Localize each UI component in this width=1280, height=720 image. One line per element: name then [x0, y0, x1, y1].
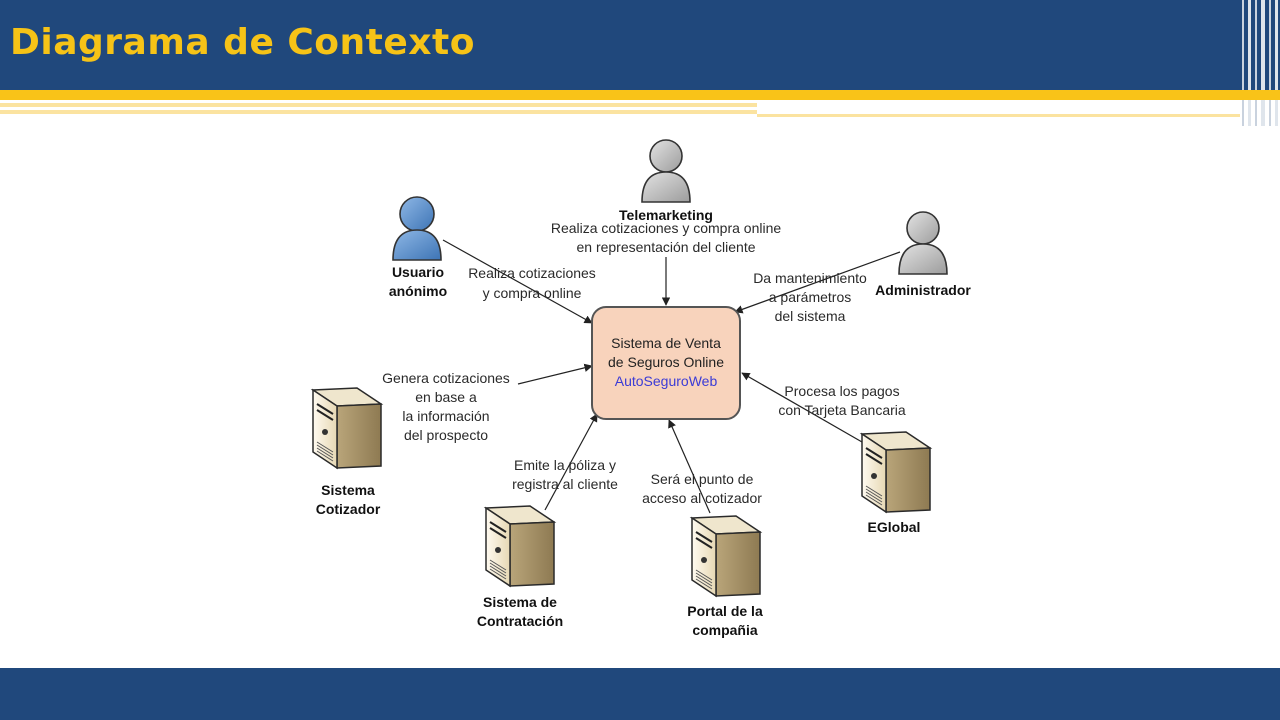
sistema-contratacion-server-icon [485, 505, 555, 587]
telemarketing-person-icon [641, 139, 691, 203]
flow-administrador-label: del sistema [775, 308, 846, 324]
slide-title: Diagrama de Contexto [10, 22, 475, 63]
server-cotizador-label: Cotizador [316, 501, 381, 517]
arrow-contratacion [544, 413, 598, 511]
usuario-person-icon [392, 196, 442, 261]
portal-server-icon [691, 515, 761, 597]
flow-eglobal-label: Procesa los pagos [784, 383, 899, 399]
arrow-administrador [734, 251, 901, 314]
arrow-usuario [442, 239, 593, 324]
arrow-cotizador [517, 363, 593, 385]
sistema-cotizador-server-icon [312, 387, 382, 469]
administrador-person-icon [898, 211, 948, 275]
flow-telemarketing-label: Realiza cotizaciones y compra online [551, 220, 782, 236]
system-title-line1: Sistema de Venta [611, 335, 721, 351]
actor-usuario-label: Usuario [392, 264, 444, 280]
flow-administrador-label: Da mantenimiento [753, 270, 867, 286]
flow-cotizador-label: en base a [415, 389, 477, 405]
actor-administrador-label: Administrador [875, 282, 971, 298]
header-stripes [1242, 0, 1278, 126]
system-title-line2: de Seguros Online [608, 354, 724, 370]
flow-arrows [442, 239, 901, 514]
flow-portal-label: Será el punto de [651, 471, 754, 487]
flow-portal-label: acceso al cotizador [642, 490, 762, 506]
arrow-portal [668, 419, 711, 514]
eglobal-server-icon [861, 431, 931, 513]
server-eglobal-label: EGlobal [868, 519, 921, 535]
server-portal-label: Portal de la [687, 603, 763, 619]
flow-usuario-label: Realiza cotizaciones [468, 265, 596, 281]
header-bar: Diagrama de Contexto [0, 0, 1280, 90]
flow-administrador-label: a parámetros [769, 289, 851, 305]
actor-usuario-label: anónimo [389, 283, 447, 299]
divider-line [0, 103, 757, 107]
arrow-eglobal [741, 372, 863, 443]
flow-usuario-label: y compra online [483, 285, 582, 301]
server-portal-label: compañia [692, 622, 758, 638]
flow-telemarketing-label: en representación del cliente [576, 239, 755, 255]
system-name: AutoSeguroWeb [615, 373, 718, 389]
central-system: Sistema de Venta de Seguros Online AutoS… [591, 306, 741, 420]
context-diagram: Sistema de Venta de Seguros Online AutoS… [305, 132, 980, 640]
flow-contratacion-label: Emite la póliza y [514, 457, 616, 473]
flow-contratacion-label: registra al cliente [512, 476, 618, 492]
footer-bar [0, 668, 1280, 720]
divider-line [0, 110, 757, 114]
flow-cotizador-label: del prospecto [404, 427, 488, 443]
server-cotizador-label: Sistema [321, 482, 375, 498]
flow-cotizador-label: la información [402, 408, 489, 424]
server-contratacion-label: Sistema de [483, 594, 557, 610]
divider-line [757, 114, 1240, 117]
gold-divider [0, 90, 1280, 100]
server-contratacion-label: Contratación [477, 613, 563, 629]
flow-eglobal-label: con Tarjeta Bancaria [778, 402, 906, 418]
actor-telemarketing-label: Telemarketing [619, 207, 713, 223]
flow-cotizador-label: Genera cotizaciones [382, 370, 510, 386]
